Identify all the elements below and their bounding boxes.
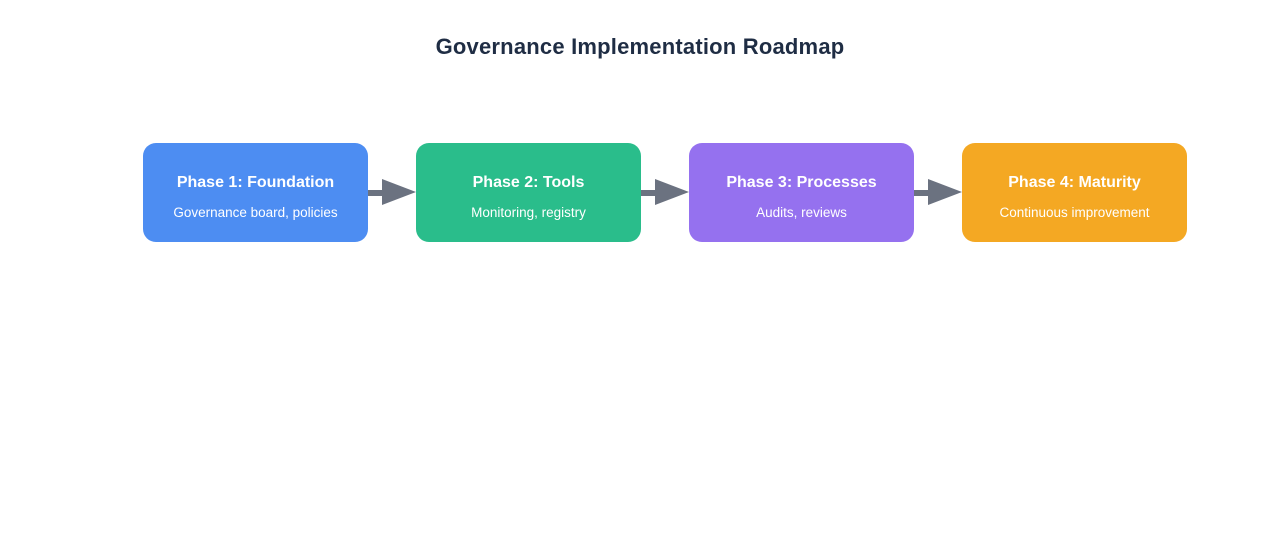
arrowhead-icon [655, 179, 689, 205]
connector-arrow-2 [641, 179, 689, 206]
connector-arrow-1 [368, 179, 416, 206]
phase-4-subtitle: Continuous improvement [999, 205, 1150, 220]
arrow-shaft [914, 189, 931, 196]
phase-box-4: Phase 4: Maturity Continuous improvement [962, 143, 1187, 242]
phase-box-3: Phase 3: Processes Audits, reviews [689, 143, 914, 242]
arrowhead-icon [382, 179, 416, 205]
phase-3-title: Phase 3: Processes [726, 174, 877, 191]
arrowhead-icon [928, 179, 962, 205]
phase-1-subtitle: Governance board, policies [173, 205, 338, 220]
connector-arrow-3 [914, 179, 962, 206]
phase-box-2: Phase 2: Tools Monitoring, registry [416, 143, 641, 242]
phase-1-title: Phase 1: Foundation [176, 174, 335, 191]
diagram-title: Governance Implementation Roadmap [435, 34, 845, 59]
arrow-shaft [641, 189, 658, 196]
phase-3-subtitle: Audits, reviews [756, 205, 847, 220]
phase-2-subtitle: Monitoring, registry [471, 205, 586, 220]
phase-box-1: Phase 1: Foundation Governance board, po… [143, 143, 368, 242]
phase-4-title: Phase 4: Maturity [1008, 174, 1141, 191]
phase-2-title: Phase 2: Tools [472, 174, 585, 191]
arrow-shaft [368, 189, 385, 196]
